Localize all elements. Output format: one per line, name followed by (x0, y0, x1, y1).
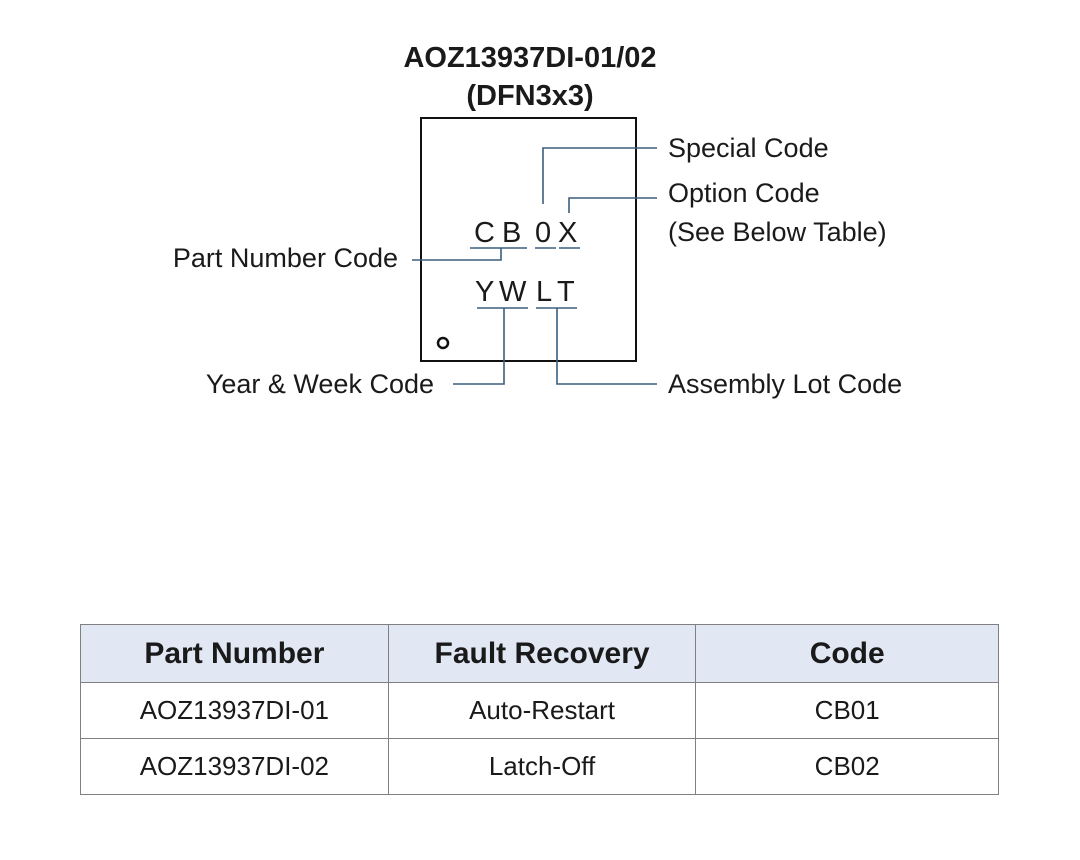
table-row: AOZ13937DI-01 Auto-Restart CB01 (80, 682, 999, 739)
special-code-label: Special Code (668, 133, 829, 163)
cell-fault-recovery: Auto-Restart (387, 682, 697, 739)
marking-char: Y (475, 276, 497, 308)
marking-char: 0 (535, 217, 554, 249)
diagram-title: AOZ13937DI-01/02 (403, 42, 657, 74)
cell-part-number: AOZ13937DI-01 (80, 682, 389, 739)
cell-code: CB01 (695, 682, 999, 739)
marking-char: X (558, 217, 580, 249)
header-fault-recovery: Fault Recovery (387, 624, 697, 683)
part-number-code-label: Part Number Code (172, 243, 398, 273)
cell-fault-recovery: Latch-Off (387, 738, 697, 795)
header-part-number: Part Number (80, 624, 389, 683)
year-week-leader (453, 308, 505, 385)
header-code: Code (695, 624, 999, 683)
package-label: (DFN3x3) (466, 80, 594, 112)
special-code-leader (542, 147, 657, 204)
option-code-label: Option Code (668, 178, 820, 208)
option-code-note: (See Below Table) (668, 217, 887, 247)
package-outline (420, 117, 637, 362)
pin1-marker-icon (436, 336, 450, 350)
marking-char: C (474, 217, 497, 249)
table-header-row: Part Number Fault Recovery Code (80, 624, 999, 683)
year-week-code-label: Year & Week Code (205, 369, 434, 399)
table-row: AOZ13937DI-02 Latch-Off CB02 (80, 738, 999, 795)
cell-code: CB02 (695, 738, 999, 795)
assembly-lot-code-label: Assembly Lot Code (668, 369, 903, 399)
marking-char: W (499, 276, 529, 308)
cell-part-number: AOZ13937DI-02 (80, 738, 389, 795)
marking-char: L (536, 276, 555, 308)
marking-char: B (502, 217, 524, 249)
option-code-table: Part Number Fault Recovery Code AOZ13937… (80, 624, 999, 795)
assembly-lot-leader (556, 308, 657, 385)
marking-char: T (557, 276, 577, 308)
part-number-leader (412, 248, 502, 261)
option-code-leader (568, 197, 657, 213)
